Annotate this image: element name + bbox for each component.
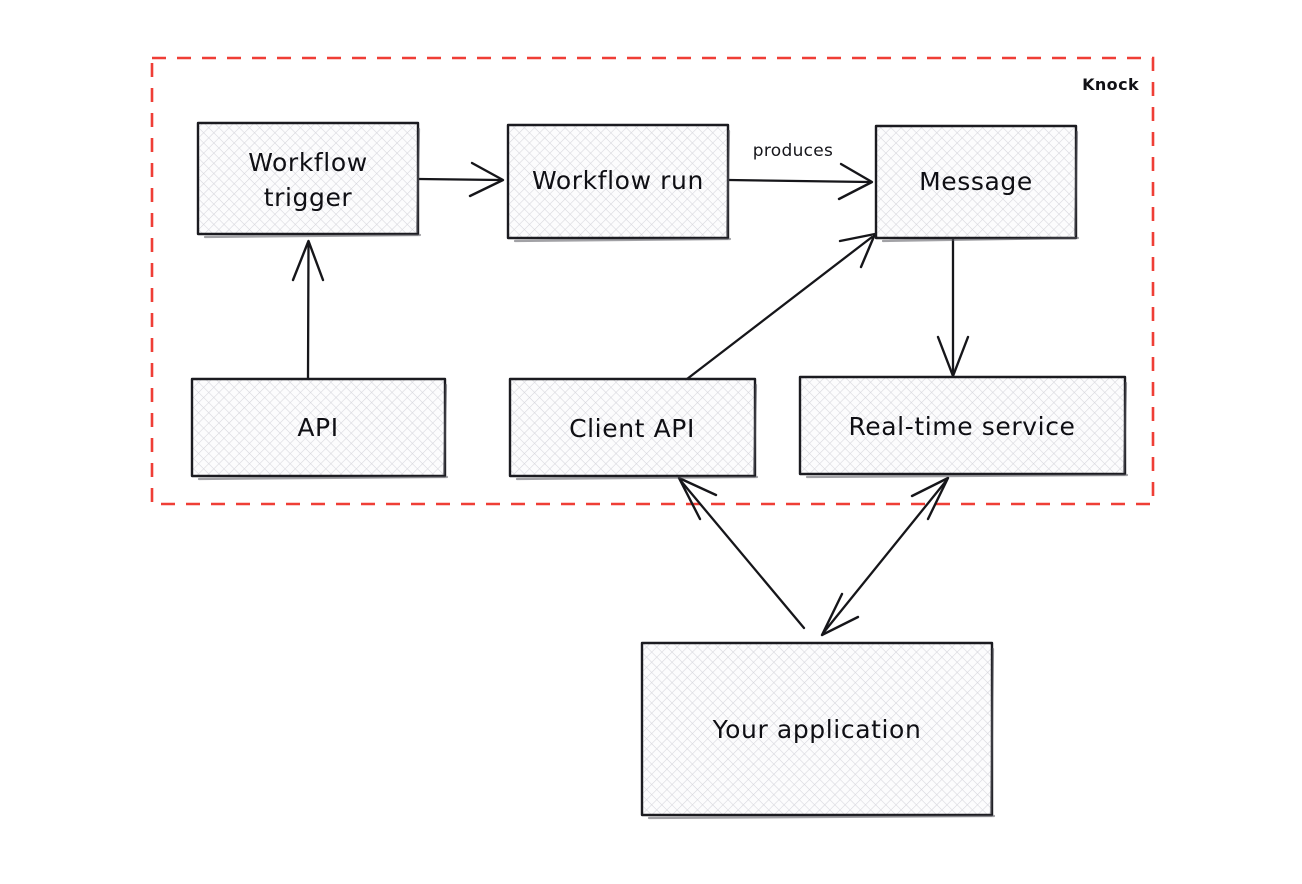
node-rect	[196, 121, 420, 236]
edge-message-to-real-time-service	[936, 237, 970, 378]
edge-line	[727, 178, 871, 184]
node-client-api[interactable]: Client API	[508, 377, 759, 481]
node-shadow	[515, 383, 759, 481]
edge-line	[417, 177, 502, 182]
node-label: Real-time service	[848, 412, 1075, 441]
node-rect	[508, 377, 757, 478]
node-rect	[640, 641, 994, 817]
node-layer: Workflow trigger Workflow run Message AP…	[190, 121, 1129, 820]
node-your-application[interactable]: Your application	[640, 641, 996, 820]
boundary-label: Knock	[1082, 75, 1139, 94]
node-label-line2: trigger	[264, 183, 353, 212]
edge-your-application-to-client-api	[677, 476, 806, 630]
node-label-line1: Workflow	[248, 148, 368, 177]
node-label: API	[297, 413, 338, 442]
node-shadow	[203, 127, 422, 239]
arrow-head-end	[468, 161, 505, 198]
node-shadow	[805, 381, 1129, 479]
node-shadow	[513, 129, 732, 243]
node-rect	[190, 377, 447, 478]
edge-client-api-to-message	[685, 232, 877, 381]
boundary-knock: Knock	[150, 56, 1155, 506]
edge-line	[822, 479, 948, 634]
arrow-head-end	[837, 162, 874, 201]
node-label: Your application	[712, 715, 922, 744]
edge-api-to-trigger	[291, 239, 325, 380]
arrow-head-end	[820, 592, 860, 637]
node-shadow	[197, 383, 449, 481]
edge-run-to-message: produces	[727, 141, 874, 201]
node-label: Message	[919, 167, 1033, 196]
edge-line	[306, 241, 310, 380]
arrow-head-start	[910, 476, 950, 521]
node-api[interactable]: API	[190, 377, 449, 481]
boundary-rect	[150, 56, 1155, 506]
node-label: Workflow run	[532, 166, 704, 195]
node-message[interactable]: Message	[874, 124, 1080, 243]
node-real-time-service[interactable]: Real-time service	[798, 375, 1129, 479]
node-workflow-run[interactable]: Workflow run	[506, 123, 732, 243]
node-rect	[506, 123, 730, 240]
edge-label-produces: produces	[753, 141, 833, 161]
node-label: Client API	[569, 414, 695, 443]
edge-trigger-to-run	[417, 161, 505, 198]
arrow-head-end	[291, 239, 325, 282]
edge-line	[679, 479, 806, 630]
node-workflow-trigger[interactable]: Workflow trigger	[196, 121, 422, 239]
edge-real-time-service-to-your-application	[820, 476, 950, 637]
node-shadow	[647, 647, 996, 820]
edge-line	[685, 235, 874, 381]
node-shadow	[881, 130, 1080, 243]
